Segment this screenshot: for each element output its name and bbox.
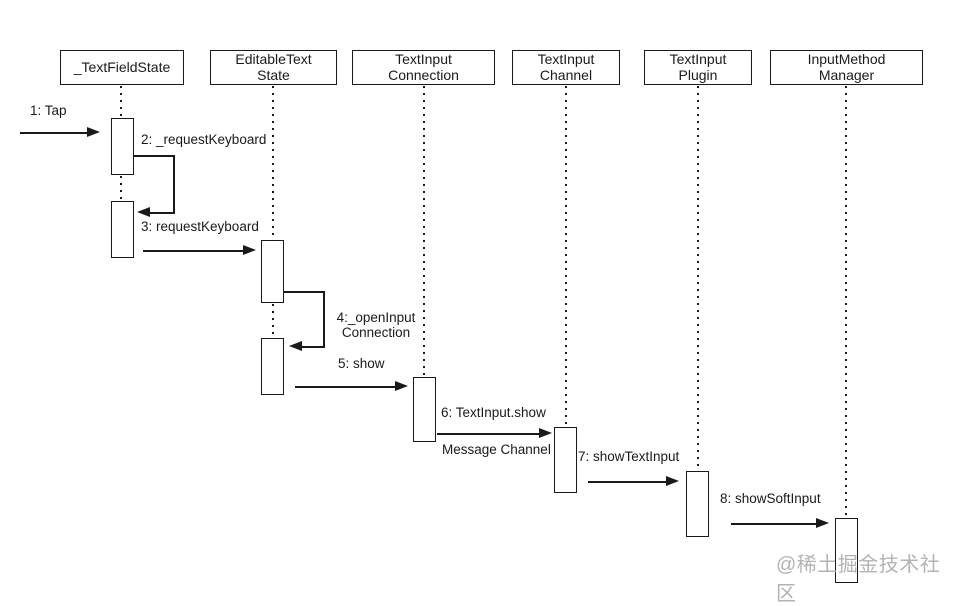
actor-box-textfieldstate: _TextFieldState: [60, 50, 184, 85]
message-label-3: 3: requestKeyboard: [141, 219, 259, 234]
message-label-5: 5: show: [338, 356, 385, 371]
arrowhead-6: [539, 428, 552, 438]
message-label-8: 8: showSoftInput: [720, 491, 821, 506]
activation-textfieldstate-1: [111, 118, 134, 175]
activation-inputmethod-manager: [835, 518, 858, 583]
lifeline-textfieldstate-seg1: [120, 86, 122, 117]
actor-box-textinput-plugin: TextInput Plugin: [644, 50, 752, 85]
arrowhead-2: [137, 207, 150, 217]
lifeline-textinput-plugin: [697, 86, 699, 470]
message-sublabel-6: Message Channel: [442, 442, 551, 457]
arrowhead-7: [666, 476, 679, 486]
message-arrow-1: [20, 132, 87, 134]
activation-textinput-connection: [413, 377, 436, 442]
arrowhead-4: [289, 341, 302, 351]
arrowhead-8: [816, 518, 829, 528]
lifeline-textinput-channel: [565, 86, 567, 426]
activation-editabletext-2: [261, 338, 284, 395]
arrowhead-3: [243, 245, 256, 255]
actor-box-textinput-channel: TextInput Channel: [512, 50, 620, 85]
message-arrow-4-bottom: [302, 346, 325, 348]
lifeline-inputmethod-manager: [845, 86, 847, 517]
watermark: @稀土掘金技术社区: [776, 554, 941, 605]
message-label-1: 1: Tap: [30, 103, 67, 118]
activation-textinput-channel: [554, 427, 577, 493]
message-arrow-2-side: [173, 155, 175, 214]
lifeline-textfieldstate-seg2: [120, 176, 122, 200]
lifeline-textinput-connection: [423, 86, 425, 377]
sequence-diagram: _TextFieldState EditableText State TextI…: [20, 50, 940, 605]
message-arrow-2-top: [133, 155, 175, 157]
lifeline-editabletext-seg1: [272, 86, 274, 239]
actor-box-textinput-connection: TextInput Connection: [352, 50, 495, 85]
message-label-6: 6: TextInput.show: [441, 405, 546, 420]
message-arrow-4-top: [283, 291, 325, 293]
activation-textfieldstate-2: [111, 201, 134, 258]
message-arrow-6: [437, 433, 539, 435]
arrowhead-1: [87, 127, 100, 137]
activation-editabletext-1: [261, 240, 284, 303]
message-arrow-7: [588, 481, 666, 483]
activation-textinput-plugin: [686, 471, 709, 537]
arrowhead-5: [395, 381, 408, 391]
message-label-2: 2: _requestKeyboard: [141, 132, 267, 147]
message-arrow-2-bottom: [150, 212, 175, 214]
message-label-7: 7: showTextInput: [578, 449, 680, 464]
message-arrow-8: [731, 523, 816, 525]
message-arrow-4-side: [323, 291, 325, 348]
message-label-4: 4:_openInput Connection: [336, 310, 416, 340]
message-arrow-5: [295, 386, 395, 388]
actor-box-editabletext-state: EditableText State: [210, 50, 337, 85]
lifeline-editabletext-seg2: [272, 304, 274, 337]
message-arrow-3: [143, 250, 243, 252]
actor-box-inputmethod-manager: InputMethod Manager: [770, 50, 923, 85]
